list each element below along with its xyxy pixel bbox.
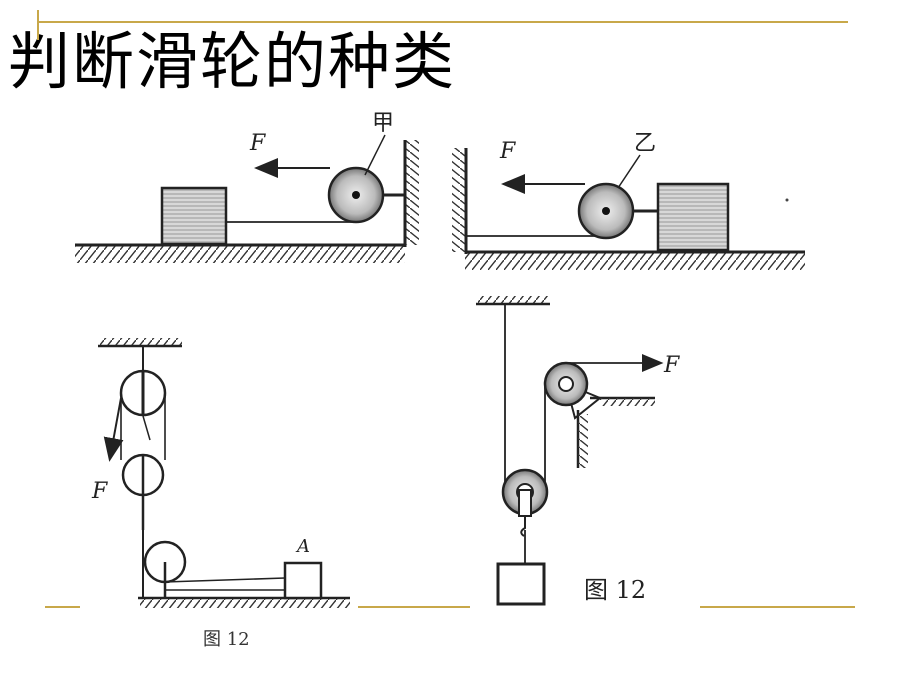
force-label-jia: F <box>249 131 266 156</box>
fixed-pulley-br-hub <box>558 376 574 392</box>
pointer-yi <box>617 154 641 189</box>
block-yi <box>656 182 730 252</box>
block-a <box>283 561 323 600</box>
pulley-label-yi: 乙 <box>634 131 656 156</box>
rope-jia-top <box>226 185 330 214</box>
pulley-jia-axle <box>352 191 360 199</box>
caption-br: 图 12 <box>584 576 646 604</box>
pulley-yi-axle <box>602 207 610 215</box>
block-label-a: A <box>295 536 310 557</box>
pointer-jia <box>364 134 386 176</box>
ground-bl-hatch <box>140 598 350 608</box>
ground-jia-hatch <box>75 245 405 263</box>
rope-bl-zig <box>142 415 151 441</box>
wall-yi-hatch <box>452 148 466 252</box>
ceiling-bl-hatch <box>100 338 182 346</box>
movable-pulley-br-frame <box>518 489 532 517</box>
force-label-br: F <box>663 353 680 378</box>
caption-bl: 图 12 <box>203 629 250 650</box>
block-jia <box>160 186 228 246</box>
ground-yi-hatch <box>465 252 805 270</box>
pulley-label-jia: 甲 <box>372 111 394 136</box>
force-arrow-bl <box>103 397 124 462</box>
force-label-yi: F <box>499 139 516 164</box>
weight-br <box>496 562 546 606</box>
wall-br-top-hatch <box>600 398 655 406</box>
wall-jia-hatch <box>405 140 419 245</box>
diagram-yi: F 乙 <box>452 131 805 270</box>
force-label-bl: F <box>91 479 108 504</box>
slide-title: 判断滑轮的种类 <box>8 25 457 98</box>
hook-br <box>520 516 526 537</box>
diagram-block-system: F A 图 12 <box>91 338 350 650</box>
diagram-hanging-system: F 图 12 <box>476 296 680 606</box>
ceiling-br-hatch <box>478 296 548 304</box>
rope-bl-to-block-top <box>164 577 286 583</box>
diagram-jia: F 甲 <box>75 111 419 263</box>
dot-mark <box>785 198 789 202</box>
wall-br-side-hatch <box>578 414 588 468</box>
